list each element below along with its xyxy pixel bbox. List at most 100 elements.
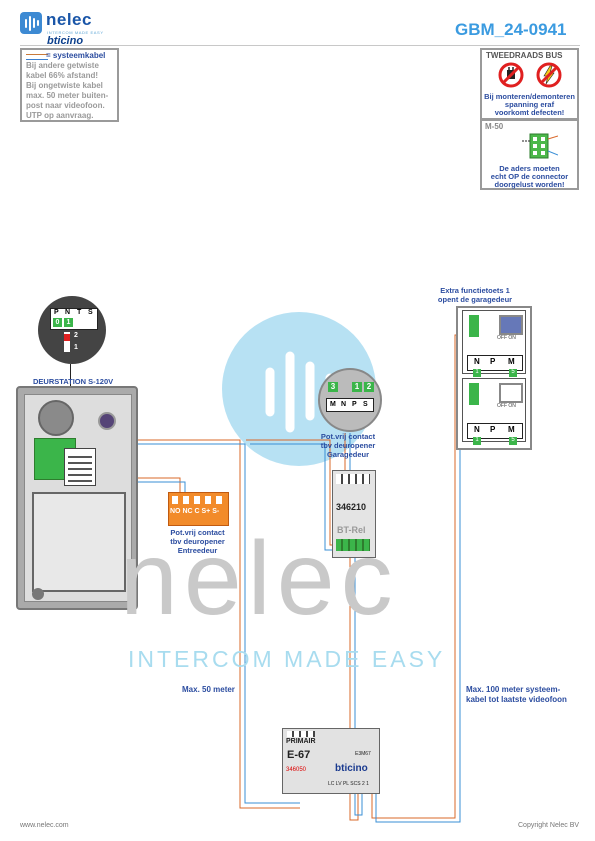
bus-warning-line: voorkomt defecten! (494, 108, 565, 117)
monitor-unit-2: OFF ON N P M 1 5 (462, 378, 526, 445)
distance-left: Max. 50 meter (182, 685, 235, 694)
btrel-config-callout: 3 1 2 M N P S (318, 368, 382, 432)
btrel-name: BT-Rel (337, 525, 366, 535)
monitor-caption: Extra functietoets 1 (440, 286, 510, 295)
btrel-config-label-n: N (341, 401, 347, 408)
m50-connector-icon (522, 133, 559, 159)
ps-terminal-lc: LC (328, 781, 335, 787)
monitor2-value-m: 5 (509, 437, 517, 445)
ps-terminal-2: 2 (361, 781, 365, 787)
label-n: N (474, 357, 480, 366)
btrel-config-value-2: 2 (364, 382, 374, 392)
logo-tagline: INTERCOM MADE EASY (47, 30, 104, 35)
btrel-config-label-s: S (363, 401, 368, 408)
distance-right: Max. 100 meter systeem- (466, 685, 561, 694)
monitor2-value-n: 1 (473, 437, 481, 445)
monitor-caption: opent de garagedeur (437, 295, 513, 304)
no-voltage-icon (536, 62, 562, 88)
wire-bus-blue (78, 443, 300, 804)
cable-note-line: max. 50 meter buiten- (26, 91, 109, 100)
ps-terminal-lv: LV (335, 781, 342, 787)
dip-switch-icon (64, 332, 70, 352)
relay-terminal-labels: NO NC C S+ S- (170, 508, 220, 515)
btrel-config-label-m: M (330, 401, 336, 408)
label-p: P (490, 357, 496, 366)
header-divider (20, 45, 580, 46)
config-label-s: S (88, 309, 93, 316)
ps-terminal-pl: PL (342, 781, 349, 787)
no-plug-icon (498, 62, 524, 88)
button-icon (32, 588, 44, 600)
watermark-name: nelec (120, 521, 399, 637)
ps-brand: bticino (335, 763, 368, 774)
watermark-tagline: INTERCOM MADE EASY (128, 646, 446, 672)
cable-line-icon (26, 54, 48, 60)
footer-website: www.nelec.com (20, 822, 69, 829)
m50-label: M-50 (485, 122, 504, 131)
monitor-labels: N P M (467, 423, 523, 439)
monitor-terminal-icon (469, 383, 479, 405)
config-strip: P N T S 0 1 (50, 308, 98, 330)
entrance-relay-caption: Entreedeur (177, 546, 218, 555)
bus-warning-line: spanning eraf (504, 100, 555, 109)
monitor-labels: N P M (467, 355, 523, 371)
entrance-relay-caption: Pot.vrij contact (170, 528, 225, 537)
wire-btrel-down-blue (354, 552, 363, 816)
ps-terminal-1: 1 (366, 781, 369, 787)
footer-copyright: Copyright Nelec BV (518, 822, 580, 829)
door-station-title: DEURSTATION S-120V (33, 377, 114, 386)
power-supply: PRIMAIR E3M67 E-67 bticino 346050 LC LV … (282, 728, 380, 794)
logo-brand: bticino (47, 35, 84, 47)
config-label-p: P (54, 309, 59, 316)
entrance-relay-caption: tbv deuropener (170, 537, 225, 546)
nelec-logo: nelec INTERCOM MADE EASY bticino (20, 10, 120, 47)
ps-code-small: E3M67 (355, 751, 371, 757)
cable-note-line: UTP op aanvraag. (26, 111, 94, 120)
m50-line: De aders moeten (499, 164, 560, 173)
ps-terminals: LC LV PL SCS 2 1 (328, 781, 376, 791)
door-station-config-callout: P N T S 0 1 2 1 (38, 296, 106, 364)
config-value-0: 0 (53, 318, 62, 327)
bus-warning-title: TWEEDRAADS BUS (486, 51, 563, 60)
ps-model: E-67 (287, 749, 311, 761)
label-m: M (508, 357, 515, 366)
garage-relay-caption: Pot.vrij contact (320, 432, 376, 441)
label-m: M (508, 425, 515, 434)
terminal-block-2 (64, 448, 96, 486)
logo-mark-icon (20, 12, 42, 34)
monitor1-value-n: 1 (473, 369, 481, 377)
cable-note: = systeemkabel Bij andere getwiste kabel… (20, 48, 119, 122)
monitor-screen-icon (499, 383, 523, 403)
cable-note-line: Bij andere getwiste (26, 61, 99, 70)
btrel-module: 346210 BT-Rel (332, 470, 376, 558)
wire-bus-orange (78, 439, 300, 809)
document-code: GBM_24-0941 (455, 20, 567, 39)
btrel-config-value-1: 1 (352, 382, 362, 392)
ps-primary: PRIMAIR (286, 738, 316, 745)
entrance-relay-terminal: NO NC C S+ S- (168, 492, 229, 526)
btrel-model: 346210 (336, 502, 367, 512)
off-on-label: OFF ON (497, 335, 516, 341)
btrel-bottom-terminals (336, 539, 370, 551)
cable-note-line: Bij ongetwiste kabel (26, 81, 103, 90)
config-label-n: N (65, 309, 71, 316)
garage-relay-caption: tbv deuropener (320, 441, 376, 450)
lens-icon (98, 412, 116, 430)
monitor-screen-icon (499, 315, 523, 335)
btrel-top-terminals (336, 474, 370, 484)
logo-name: nelec (46, 10, 92, 29)
label-p: P (490, 425, 496, 434)
cable-note-line: post naar videofoon. (26, 101, 105, 110)
bus-warning-box: TWEEDRAADS BUS Bij monteren/demonteren s… (480, 48, 579, 120)
switch-label-2: 2 (74, 332, 78, 339)
cable-note-title: = systeemkabel (46, 51, 106, 60)
camera-icon (38, 400, 74, 436)
ps-part: 346050 (286, 767, 307, 773)
door-station-frame (32, 492, 126, 592)
cable-note-line: kabel 66% afstand! (26, 71, 99, 80)
btrel-config-strip: M N P S (326, 398, 374, 412)
distance-right: kabel tot laatste videofoon (466, 695, 567, 704)
monitor-unit-1: OFF ON N P M 1 5 (462, 310, 526, 377)
door-station (16, 386, 138, 610)
monitor1-value-m: 5 (509, 369, 517, 377)
